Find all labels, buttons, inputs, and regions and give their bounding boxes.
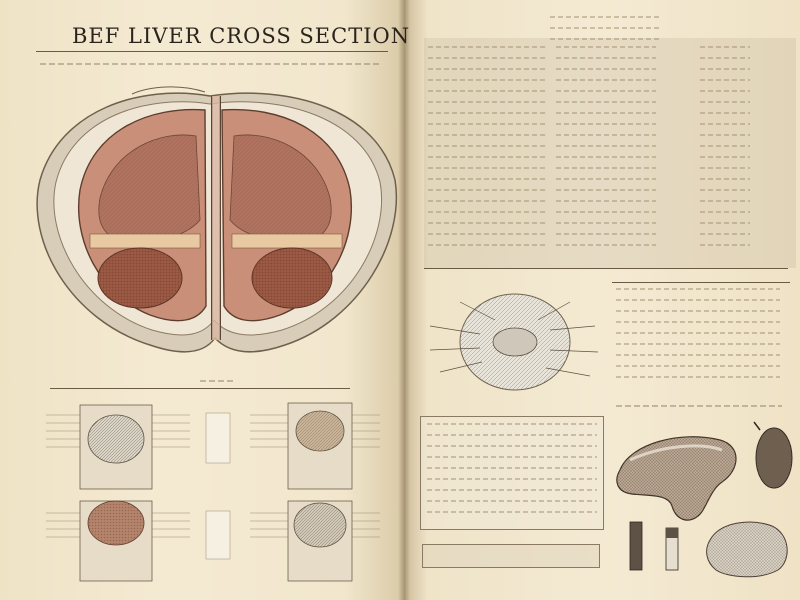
- small-cross-section-diagrams: [46, 402, 380, 582]
- lower-caption-box: [422, 544, 600, 568]
- section-label-lines: [200, 380, 236, 382]
- text-column: [616, 288, 780, 387]
- page-title: BEF LIVER CROSS SECTION: [72, 24, 411, 48]
- data-table-background: [424, 38, 796, 268]
- subtitle-lines: [40, 63, 380, 65]
- circular-cell-diagram: [429, 293, 599, 391]
- bean-organ-illustration: [616, 436, 737, 521]
- book-gutter: [398, 0, 410, 600]
- specimen-illustrations: [616, 421, 793, 578]
- text-column-rule: [612, 282, 790, 283]
- data-table-column-1: [428, 46, 546, 255]
- lower-data-table: [420, 416, 604, 530]
- data-table-heading: [550, 16, 660, 49]
- section-rule: [50, 388, 350, 389]
- data-table-bottom-rule: [424, 268, 788, 269]
- liver-cross-section-illustration: [36, 86, 397, 353]
- data-table-column-2: [556, 46, 656, 255]
- specimen-caption-lines: [616, 405, 782, 407]
- title-rule: [36, 51, 388, 52]
- data-table-column-3: [700, 46, 750, 255]
- vial-illustration: [629, 521, 679, 571]
- seed-illustration: [753, 421, 793, 489]
- stone-illustration: [706, 521, 788, 578]
